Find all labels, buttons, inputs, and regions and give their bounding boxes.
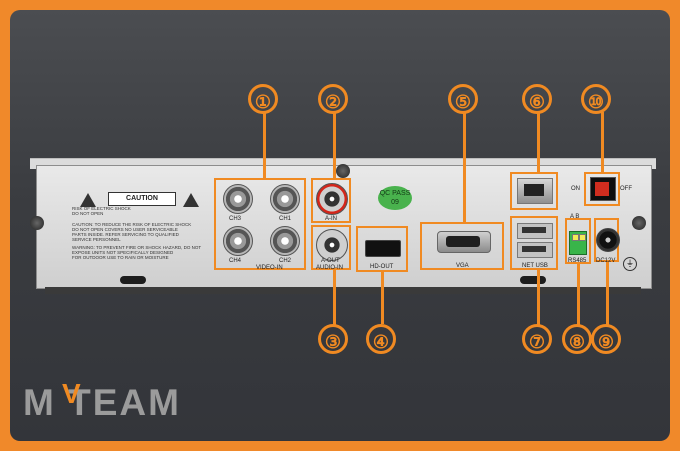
dvr-base: [45, 287, 641, 294]
callout-5: ⑤: [448, 84, 478, 114]
warning-line-6: SERVICE PERSONNEL: [72, 237, 121, 242]
usb-port-top[interactable]: [517, 223, 553, 239]
audio-in-label: A-IN: [325, 216, 337, 222]
audio-group-label: AUDIO-IN: [316, 265, 343, 271]
ch2-label: CH2: [279, 258, 292, 264]
usb-port-bottom[interactable]: [517, 242, 553, 258]
network-box: [510, 172, 558, 210]
callout-1: ①: [248, 84, 278, 114]
ch4-label: CH4: [229, 258, 242, 264]
callout-line-4: [381, 272, 384, 324]
usb-box: [510, 216, 558, 270]
callout-line-5: [463, 112, 466, 222]
callout-10: ⑩: [581, 84, 611, 114]
callout-line-10: [601, 112, 604, 172]
callout-line-7: [537, 270, 540, 326]
audio-out-label: A-OUT: [321, 258, 340, 264]
warning-line-5: PARTS INSIDE. REFER SERVICING TO QUALIFI…: [72, 232, 179, 237]
bnc-ch4[interactable]: [223, 226, 253, 256]
rs485-box: [565, 218, 591, 264]
audio-in-port[interactable]: [316, 183, 348, 215]
callout-line-3: [333, 270, 336, 326]
screw-right: [632, 216, 646, 230]
bnc-ch3[interactable]: [223, 184, 253, 214]
callout-2: ②: [318, 84, 348, 114]
warning-line-7: WARNING: TO PREVENT FIRE OR SHOCK HAZARD…: [72, 245, 202, 250]
on-label: ON: [571, 186, 580, 192]
net-usb-label: NET USB: [522, 263, 548, 269]
callout-6: ⑥: [522, 84, 552, 114]
ab-label: A B: [570, 214, 580, 220]
video-in-box: [214, 178, 306, 270]
power-switch-box: [584, 172, 620, 206]
ch3-label: CH3: [229, 216, 242, 222]
dvr-foot-left: [120, 276, 146, 284]
bnc-ch1[interactable]: [270, 184, 300, 214]
brand-v-icon: V: [62, 378, 81, 409]
warning-line-3: CAUTION: TO REDUCE THE RISK OF ELECTRIC …: [72, 222, 192, 227]
brand-logo: M TEAM: [23, 382, 181, 423]
callout-line-9: [606, 262, 609, 326]
warning-line-9: FOR OUTDOOR USE TO RAIN OR MOISTURE: [72, 255, 169, 260]
hdmi-port[interactable]: [365, 240, 401, 257]
vga-box: [420, 222, 504, 270]
warning-line-2: DO NOT OPEN: [72, 211, 104, 216]
dc-power-port[interactable]: [596, 228, 620, 252]
warning-line-8: EXPOSE UNITS NOT SPECIFICALLY DESIGNED: [72, 250, 174, 255]
callout-line-8: [577, 264, 580, 326]
callout-7: ⑦: [522, 324, 552, 354]
warning-triangle-left-icon: [80, 193, 96, 207]
screw-top: [336, 164, 350, 178]
hd-out-label: HD-OUT: [370, 264, 394, 270]
callout-line-6: [537, 112, 540, 172]
screw-left: [30, 216, 44, 230]
warning-line-4: DO NOT OPEN COVERS NO USER SERVICEABLE: [72, 227, 178, 232]
audio-out-box: [311, 225, 351, 270]
callout-4: ④: [366, 324, 396, 354]
rs485-terminal[interactable]: [569, 231, 587, 255]
warning-triangle-right-icon: [183, 193, 199, 207]
hd-out-box: [356, 226, 408, 272]
vga-label: VGA: [456, 263, 469, 269]
callout-line-1: [263, 112, 266, 178]
callout-3: ③: [318, 324, 348, 354]
warning-label: CAUTION RISK OF ELECTRIC SHOCK DO NOT OP…: [70, 191, 210, 265]
ground-icon: ⏚: [623, 257, 637, 271]
rs485-label: RS485: [568, 258, 587, 264]
callout-line-2: [333, 112, 336, 178]
callout-8: ⑧: [562, 324, 592, 354]
off-label: OFF: [620, 186, 632, 192]
dvr-top-edge: [30, 158, 656, 169]
ch1-label: CH1: [279, 216, 292, 222]
callout-9: ⑨: [591, 324, 621, 354]
caution-title: CAUTION: [108, 192, 176, 206]
audio-in-box: [311, 178, 351, 223]
audio-out-port[interactable]: [316, 229, 348, 261]
dvr-foot-right: [520, 276, 546, 284]
power-switch[interactable]: [590, 177, 616, 201]
qc-pass-sticker: QC PASS 09: [378, 186, 412, 210]
vga-port[interactable]: [437, 231, 491, 253]
warning-line-1: RISK OF ELECTRIC SHOCK: [72, 206, 131, 211]
video-in-label: VIDEO-IN: [256, 265, 283, 271]
bnc-ch2[interactable]: [270, 226, 300, 256]
dc-label: DC12V: [596, 258, 616, 264]
rj45-port[interactable]: [517, 178, 553, 204]
